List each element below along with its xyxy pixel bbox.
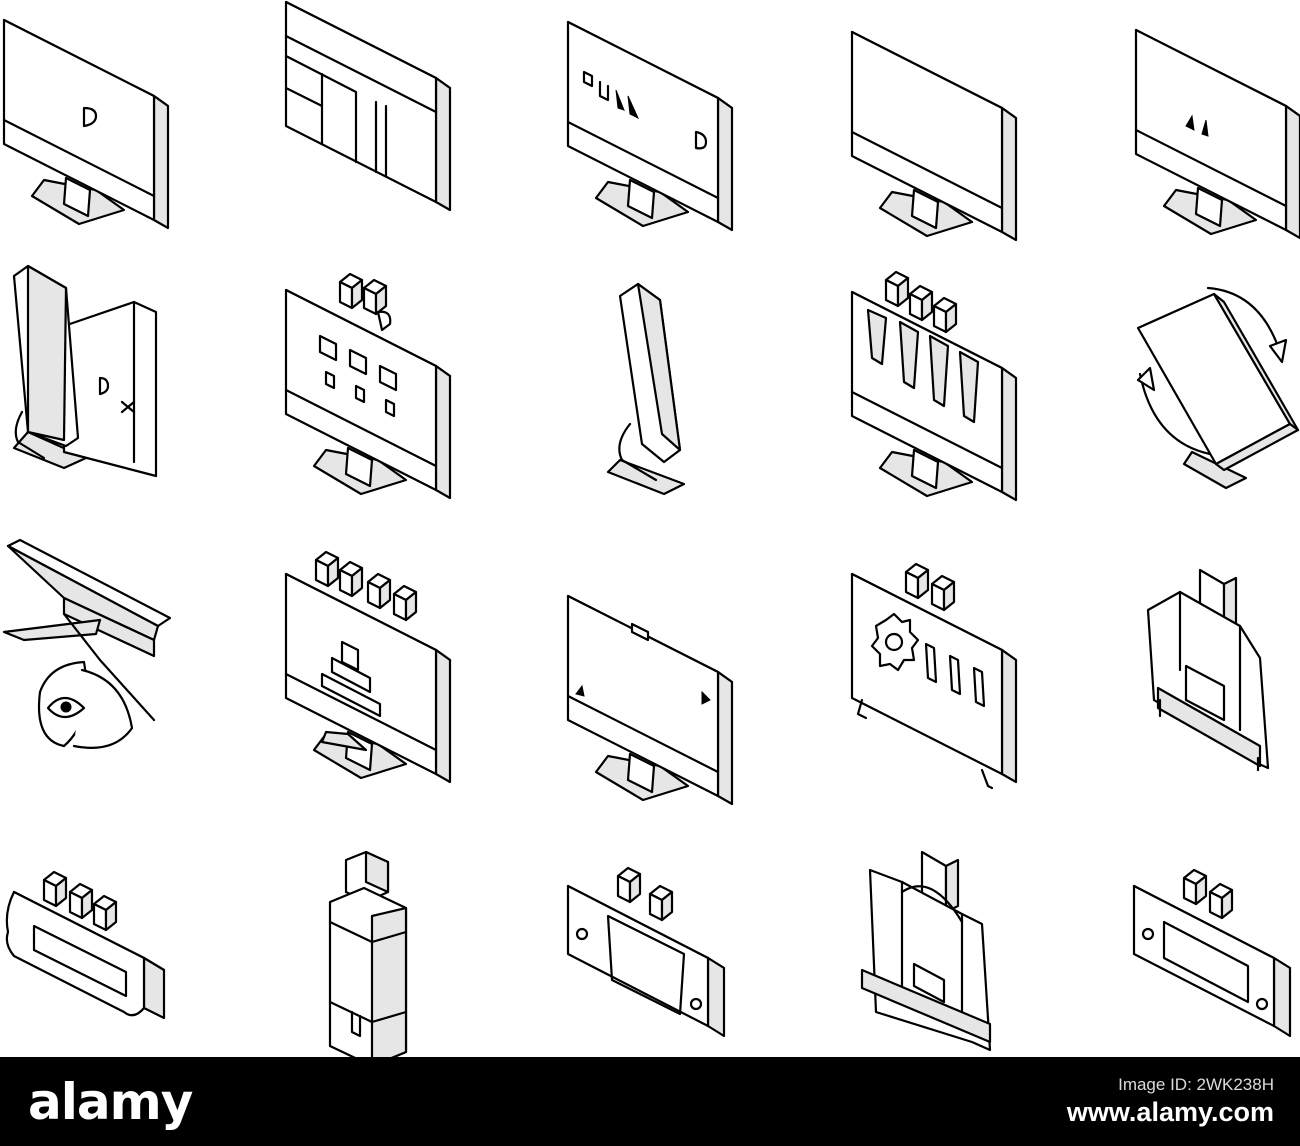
footer-bar: alamy Image ID: 2WK238H www.alamy.com — [0, 1057, 1300, 1146]
image-id-label: Image ID: 2WK238H — [1118, 1075, 1274, 1094]
curved-monitor-icon — [850, 30, 1018, 242]
alamy-logo[interactable]: alamy — [28, 1072, 193, 1131]
hdmi-port-icon — [5, 870, 166, 1020]
displayport-adapter-icon — [860, 850, 992, 1052]
icon-grid — [2, 0, 1300, 1057]
monitor-settings-icon — [284, 550, 452, 784]
eye-care-monitor-icon — [2, 538, 172, 749]
tiled-screen-icon — [284, 0, 452, 212]
monitor-wide-icon — [566, 20, 734, 232]
monitor-icon — [2, 18, 170, 230]
icon-sheet — [2, 0, 1300, 1057]
monitor-mount-icon — [566, 594, 734, 806]
usb-connector-icon — [328, 850, 408, 1057]
monitor-gear-icon — [850, 562, 1018, 790]
brand-name: alamy — [28, 1072, 193, 1131]
website-url[interactable]: www.alamy.com — [1066, 1097, 1274, 1127]
vga-port-icon — [566, 866, 726, 1038]
rotate-monitor-icon — [1136, 286, 1300, 490]
dual-monitor-icon — [12, 264, 158, 478]
thin-monitor-side-icon — [606, 282, 686, 496]
ultrawide-monitor-icon — [1134, 28, 1300, 240]
dvi-adapter-icon — [1146, 568, 1270, 772]
stock-info: Image ID: 2WK238H www.alamy.com — [1067, 1075, 1274, 1128]
monitor-charts-icon — [850, 270, 1018, 502]
display-port-icon — [1132, 868, 1292, 1038]
monitor-apps-icon — [284, 272, 452, 500]
